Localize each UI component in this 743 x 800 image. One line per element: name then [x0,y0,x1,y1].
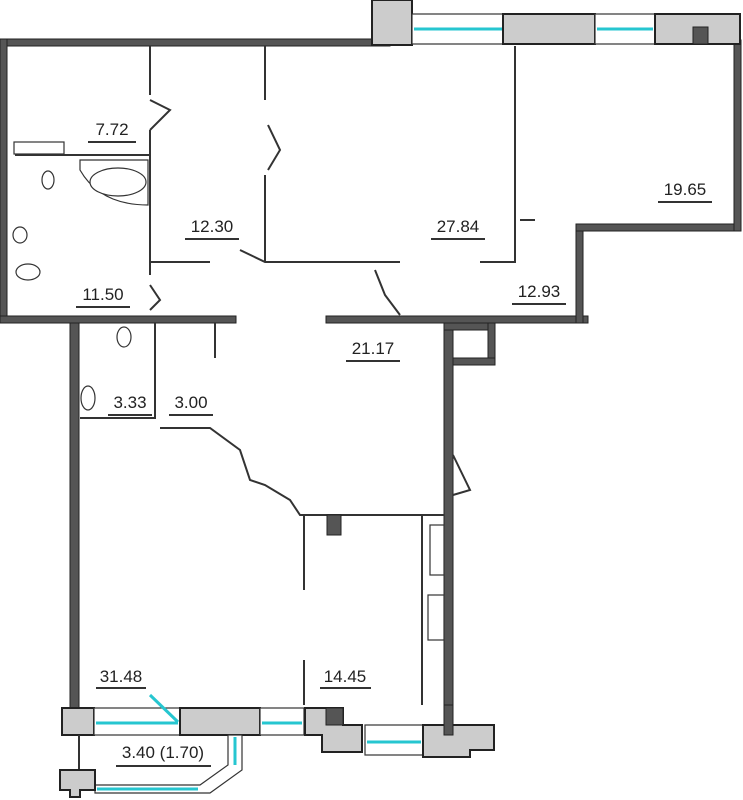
room-area-bathroom: 7.72 [95,120,128,139]
room-area-balcony: 3.40 (1.70) [122,743,204,762]
room-labels: 7.72 12.30 27.84 19.65 11.50 12.93 21.17… [76,120,712,767]
room-area-wc: 3.33 [113,393,146,412]
room-area-corridor: 12.93 [518,282,561,301]
room-area-storage: 3.00 [174,393,207,412]
room-area-dressing: 11.50 [82,285,123,304]
fixtures [12,141,445,641]
room-area-bedroom-1: 12.30 [191,217,234,236]
room-area-kitchen-living: 31.48 [100,667,143,686]
room-area-bedroom-2: 19.65 [664,180,707,199]
bidet [15,263,41,281]
stove [429,524,445,576]
room-area-hall: 21.17 [352,339,395,358]
room-area-kitchen: 14.45 [324,667,367,686]
wc-toilet [116,326,132,348]
toilet [41,170,55,190]
bathtub-basin [89,167,147,197]
bottom-windows [59,514,495,798]
top-windows [371,0,741,46]
kitchen-sink [427,594,445,641]
partitions [15,46,535,705]
sink [12,226,28,244]
room-area-living-room: 27.84 [437,217,480,236]
wc-sink [80,385,96,411]
